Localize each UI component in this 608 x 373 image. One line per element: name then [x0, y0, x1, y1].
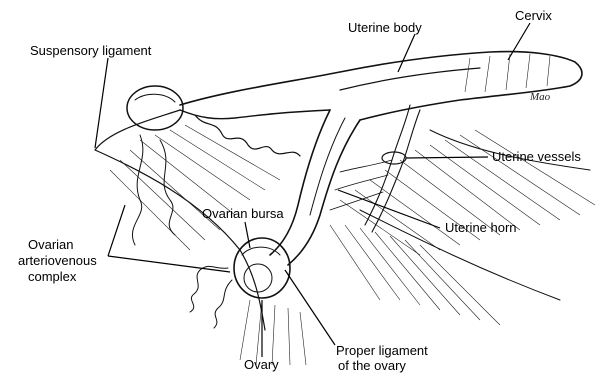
artist-signature: Mao [529, 91, 551, 103]
uterine-vessels-shape [330, 105, 420, 232]
uterine-body-shape [180, 52, 582, 120]
label-ovarian-av-complex-line2: arteriovenous [18, 253, 97, 268]
ovarian-vessels [132, 115, 300, 328]
leader-lines [95, 23, 530, 357]
label-ovary: Ovary [244, 357, 279, 372]
label-uterine-vessels: Uterine vessels [492, 149, 581, 164]
label-ovarian-bursa: Ovarian bursa [202, 206, 284, 221]
label-suspensory-ligament: Suspensory ligament [30, 43, 152, 58]
uterine-horn-shape [270, 110, 360, 265]
ovary-shape [234, 238, 290, 298]
label-uterine-horn: Uterine horn [445, 220, 517, 235]
label-proper-ligament-line1: Proper ligament [336, 343, 428, 358]
label-uterine-body: Uterine body [348, 20, 422, 35]
label-ovarian-av-complex-line3: complex [28, 269, 77, 284]
label-proper-ligament-line2: of the ovary [338, 358, 406, 373]
label-ovarian-av-complex-line1: Ovarian [28, 237, 74, 252]
label-cervix: Cervix [515, 8, 552, 23]
